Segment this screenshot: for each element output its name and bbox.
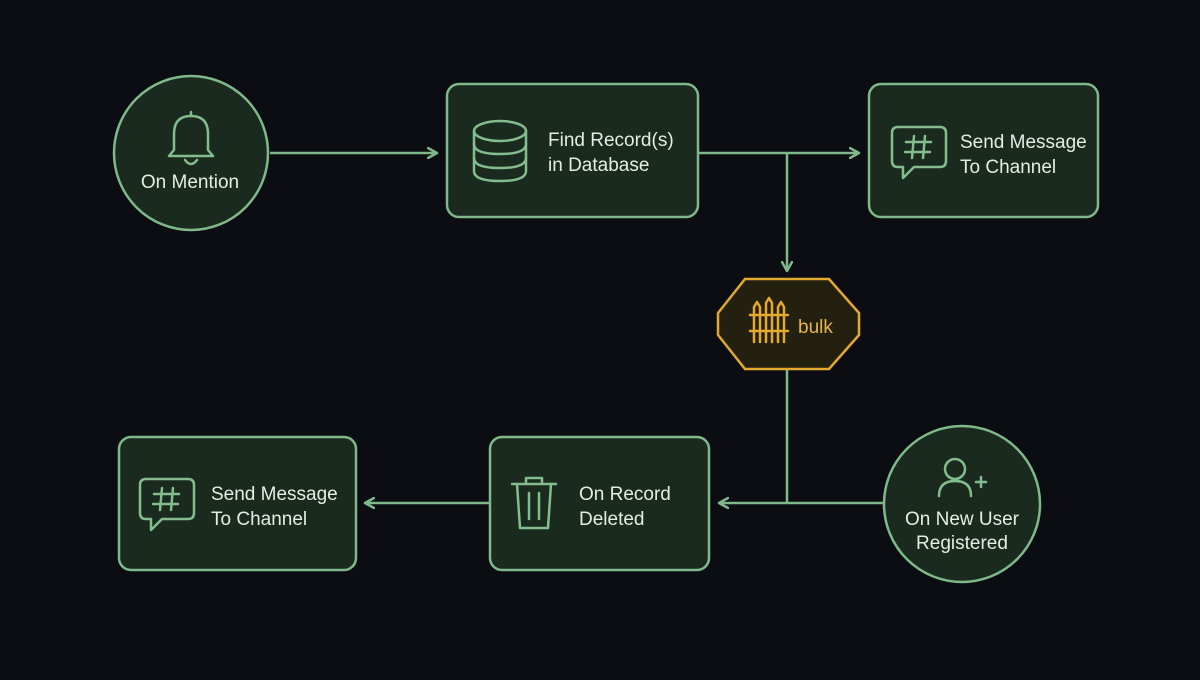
node-send-message-top-line2: To Channel [960, 157, 1056, 178]
trash-icon [510, 476, 558, 530]
node-bulk[interactable]: bulk [716, 277, 861, 371]
fence-icon [748, 296, 790, 344]
node-send-message-top-line1: Send Message [960, 132, 1087, 153]
node-find-records-line1: Find Record(s) [548, 130, 674, 151]
node-on-mention-label: On Mention [141, 172, 239, 193]
node-on-new-user-line2: Registered [916, 533, 1008, 554]
node-on-mention[interactable]: On Mention [112, 74, 270, 232]
bell-icon [167, 110, 215, 166]
hash-chat-icon [138, 477, 196, 532]
node-on-record-deleted-line1: On Record [579, 484, 671, 505]
node-bulk-label: bulk [798, 317, 833, 338]
node-send-message-top[interactable]: Send Message To Channel [867, 82, 1100, 219]
node-on-new-user[interactable]: On New User Registered [882, 424, 1042, 584]
node-send-message-bottom-line2: To Channel [211, 509, 307, 530]
node-on-new-user-line1: On New User [905, 509, 1020, 530]
node-send-message-bottom-line1: Send Message [211, 484, 338, 505]
node-on-record-deleted[interactable]: On Record Deleted [488, 435, 711, 572]
hash-chat-icon [890, 125, 948, 180]
node-on-record-deleted-line2: Deleted [579, 509, 645, 530]
node-find-records[interactable]: Find Record(s) in Database [445, 82, 700, 219]
user-plus-icon [937, 457, 988, 498]
node-send-message-bottom[interactable]: Send Message To Channel [117, 435, 358, 572]
node-find-records-line2: in Database [548, 155, 649, 176]
database-icon [472, 119, 528, 183]
